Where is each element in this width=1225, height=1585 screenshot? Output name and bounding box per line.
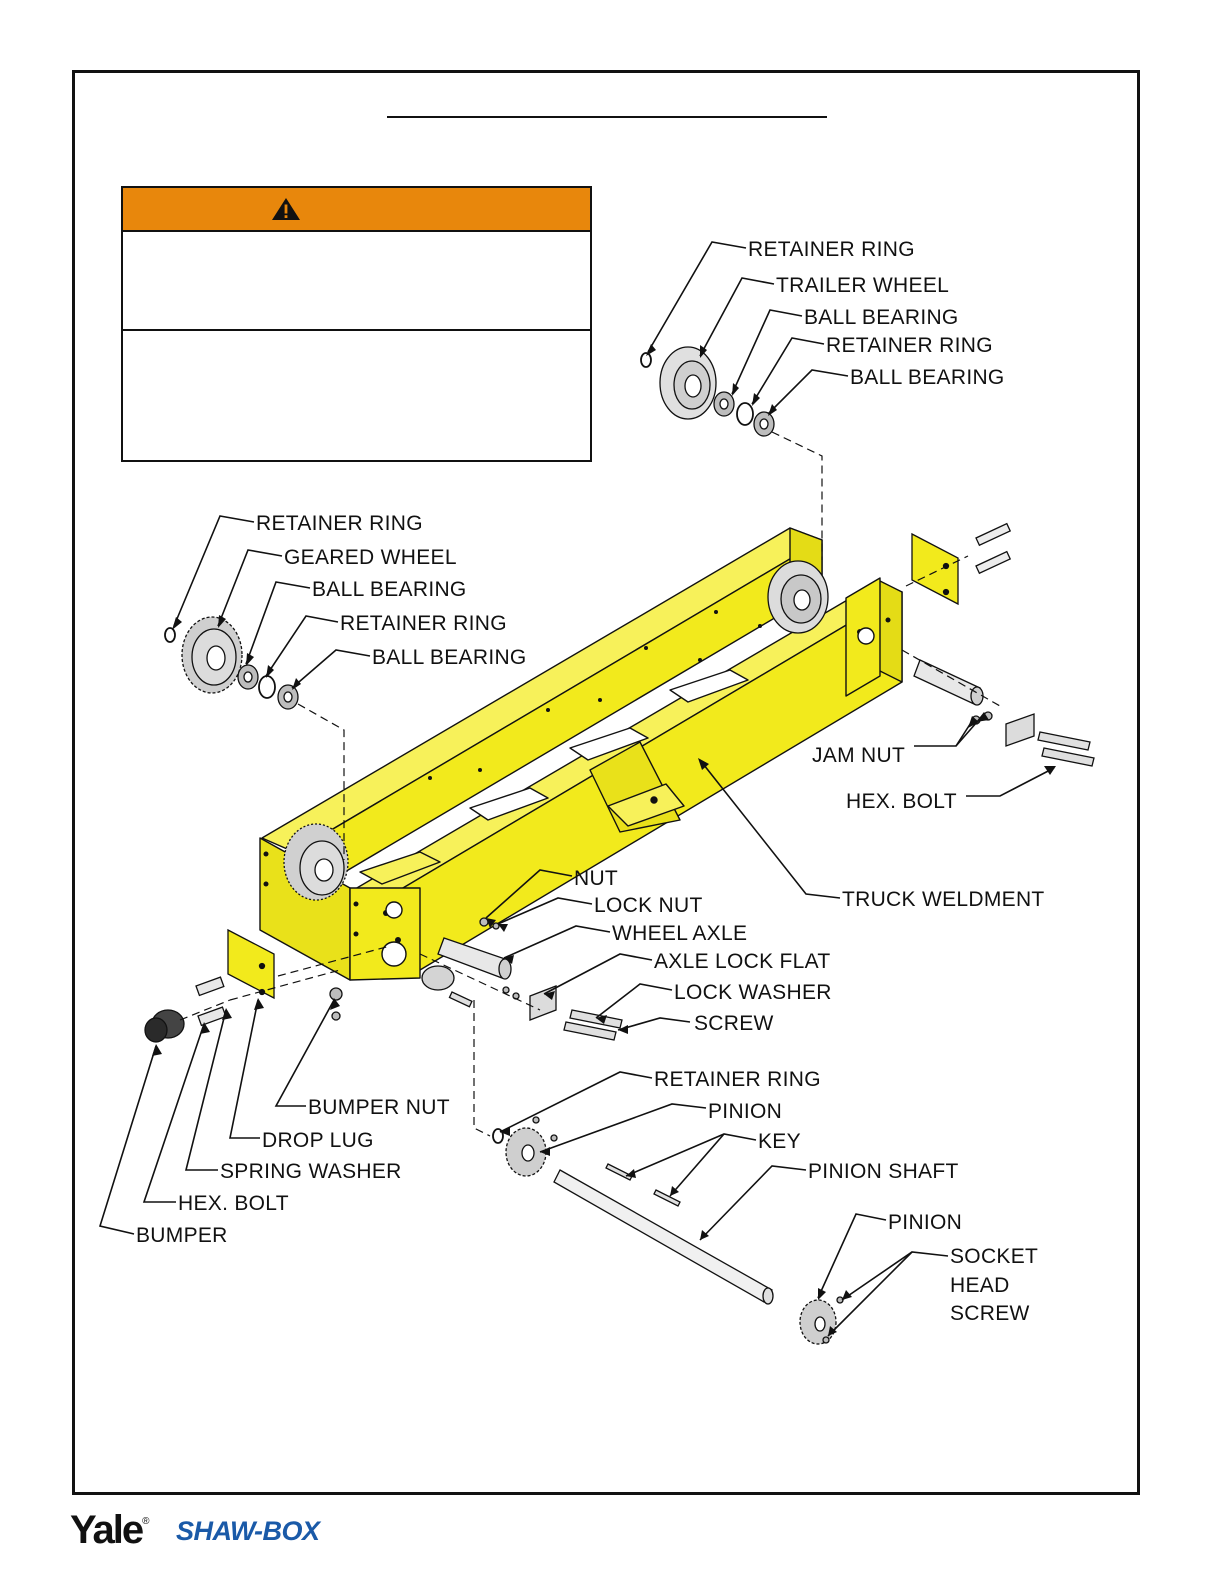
label-geared-ball-bearing-1: BALL BEARING [312,578,467,601]
drive-bracket-base [607,783,685,827]
warning-triangle-icon [272,198,300,220]
cross-plate-4 [669,669,749,703]
label-hex-bolt-left: HEX. BOLT [178,1192,289,1215]
left-hex-bolt-upper [195,976,225,997]
left-end-face [349,887,421,981]
label-key: KEY [758,1130,801,1153]
trailer-retainer-ring-2 [736,402,754,426]
label-spring-washer: SPRING WASHER [220,1160,402,1183]
label-bumper-nut: BUMPER NUT [308,1096,450,1119]
label-hex-bolt-right: HEX. BOLT [846,790,957,813]
label-drop-lug: DROP LUG [262,1129,374,1152]
label-socket-head-screw-3: SCREW [950,1302,1030,1325]
left-bumper-hardware [144,928,343,1043]
cross-plate-3 [569,727,649,761]
label-axle-lock-flat: AXLE LOCK FLAT [654,950,831,973]
label-jam-nut: JAM NUT [812,744,905,767]
label-screw: SCREW [694,1012,774,1035]
warning-divider [123,329,590,331]
label-wheel-axle: WHEEL AXLE [612,922,747,945]
label-lock-washer: LOCK WASHER [674,981,832,1004]
leader-lines [98,241,1055,1337]
yale-logo-text: Yale [70,1508,144,1552]
assembly-centerlines [179,431,1001,1137]
left-drop-lug [227,928,275,1000]
right-hex-bolt-2 [1037,731,1091,751]
page-frame [72,70,1140,1495]
left-axle-hole [381,941,407,967]
label-pinion-2: PINION [888,1211,962,1234]
label-trailer-ball-bearing-1: BALL BEARING [804,306,959,329]
left-axle-hardware [421,917,623,1041]
socket-head-screw-b [822,1336,830,1344]
trailer-wheel-assembly [640,346,775,437]
yale-registered-mark: ® [142,1516,150,1527]
right-end-plate [877,579,903,683]
label-trailer-wheel: TRAILER WHEEL [776,274,949,297]
label-trailer-ball-bearing-2: BALL BEARING [850,366,1005,389]
geared-retainer-ring-2 [258,675,276,699]
arrowheads [152,344,1056,1336]
screw-part-1 [563,1021,617,1041]
pinion-shaft-assembly [492,1116,844,1345]
axle-lock-flat-part [529,985,557,1021]
label-pinion-retainer-ring: RETAINER RING [654,1068,821,1091]
label-geared-retainer-ring: RETAINER RING [256,512,423,535]
lock-nut-part [492,922,500,930]
pinion-bearing-housing [421,965,455,991]
bumper-part [144,1009,185,1043]
cross-plate-2 [469,787,549,821]
shaw-box-logo: SHAW-BOX [176,1516,320,1546]
label-geared-wheel: GEARED WHEEL [284,546,457,569]
key-part-1 [605,1163,633,1181]
title-rule [387,116,827,118]
right-axle-lock-flat [1005,713,1035,747]
label-lock-nut: LOCK NUT [594,894,703,917]
geared-wheel-installed [283,823,349,901]
pinion-retainer-ring [492,1128,504,1144]
label-nut: NUT [574,867,618,890]
label-socket-head-screw-1: SOCKET [950,1245,1038,1268]
warning-box [121,186,592,462]
label-pinion-1: PINION [708,1100,782,1123]
key-part-2 [653,1189,681,1207]
warning-header [123,188,590,232]
label-truck-weldment: TRUCK WELDMENT [842,888,1045,911]
label-geared-ball-bearing-2: BALL BEARING [372,646,527,669]
right-wheel-axle [913,659,981,705]
right-axle-hardware [911,522,1095,767]
truck-weldment [259,527,903,981]
bumper-nut-part [329,987,343,1001]
cross-plate-1 [359,851,441,885]
left-upper-hole [385,901,403,919]
label-geared-retainer-ring-2: RETAINER RING [340,612,507,635]
label-bumper: BUMPER [136,1224,228,1247]
left-hex-bolt-lower [197,1006,227,1027]
trailer-wheel-installed [767,560,829,634]
right-drop-lug [911,532,959,606]
label-pinion-shaft: PINION SHAFT [808,1160,959,1183]
part-labels: RETAINER RING TRAILER WHEEL BALL BEARING… [136,238,1045,1325]
label-trailer-retainer-ring-2: RETAINER RING [826,334,993,357]
label-trailer-retainer-ring: RETAINER RING [748,238,915,261]
geared-retainer-ring [164,627,176,643]
trailer-retainer-ring [640,352,652,368]
right-bolts [975,522,1012,575]
right-axle-hole [857,627,875,645]
label-socket-head-screw-2: HEAD [950,1274,1010,1297]
right-hex-bolt-1 [1041,747,1095,767]
yale-logo: Yale® [70,1508,149,1553]
pinion-shaft-part [553,1169,773,1303]
geared-wheel-assembly [164,616,299,710]
